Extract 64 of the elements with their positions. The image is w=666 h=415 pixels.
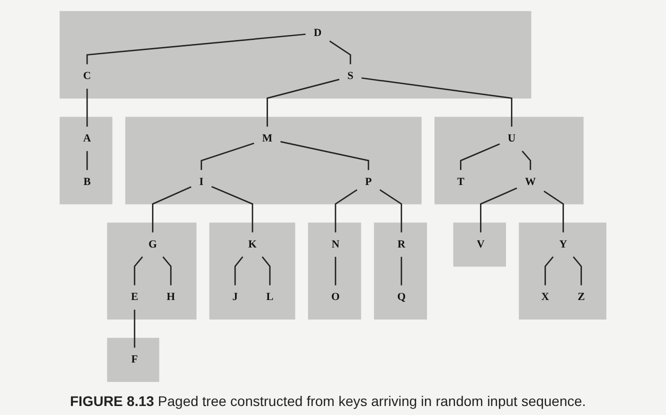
connector (544, 256, 554, 286)
connector (361, 77, 512, 127)
connector (522, 150, 532, 170)
node-text: G (148, 238, 157, 250)
node-text: Y (559, 238, 568, 250)
node-text: E (130, 291, 138, 303)
connector (162, 256, 172, 286)
node-text: Z (578, 291, 585, 303)
cluster (308, 222, 362, 320)
paged-tree-drawing: D C S A B M I P U T W G E H K J L N O R Q V Y X Z F (10, 6, 656, 387)
figure-caption: FIGURE 8.13 Paged tree constructed from keys arriving in random input sequence. (69, 393, 586, 409)
connector (334, 189, 358, 232)
node-text: L (266, 291, 274, 303)
node-text: M (262, 132, 272, 144)
connector (266, 78, 340, 127)
cluster (107, 338, 160, 382)
cluster (518, 222, 606, 320)
node-text: J (232, 291, 238, 303)
connector (234, 256, 244, 286)
connector (334, 256, 336, 286)
node-text: P (365, 176, 372, 188)
cluster (107, 222, 196, 320)
cluster (434, 116, 584, 204)
node-text: R (398, 238, 406, 250)
connector (200, 142, 254, 170)
connector (211, 186, 254, 232)
node-text: W (524, 176, 536, 188)
node-text: D (314, 27, 322, 39)
connector (262, 256, 271, 286)
connector (380, 189, 402, 232)
connector (480, 188, 518, 232)
node-text: H (166, 291, 176, 303)
connector (400, 256, 402, 286)
node-text: X (541, 291, 550, 303)
node-text: F (131, 354, 138, 366)
connector (86, 34, 306, 64)
connector (152, 186, 192, 232)
node-text: O (331, 291, 340, 303)
node-text: U (508, 132, 516, 144)
connector (280, 141, 370, 170)
node-text: B (83, 176, 91, 188)
node-text: K (248, 238, 257, 250)
connector (572, 256, 582, 286)
cluster (60, 11, 532, 99)
cluster (453, 222, 506, 267)
node-text: V (476, 238, 485, 250)
connector (134, 256, 144, 286)
node-text: T (457, 176, 464, 188)
node-text: C (83, 70, 92, 82)
cluster (60, 116, 112, 204)
connector (86, 151, 88, 170)
node-text: A (83, 132, 92, 144)
cluster (374, 222, 427, 320)
connector (86, 88, 88, 127)
node-text: N (332, 238, 340, 250)
connector (134, 310, 136, 348)
connector (544, 190, 564, 232)
node-text: S (347, 70, 354, 82)
cluster (209, 222, 296, 320)
connector (329, 40, 352, 64)
connector (460, 143, 500, 170)
node-text: Q (397, 291, 406, 303)
node-text: I (199, 176, 204, 188)
cluster (125, 116, 422, 204)
